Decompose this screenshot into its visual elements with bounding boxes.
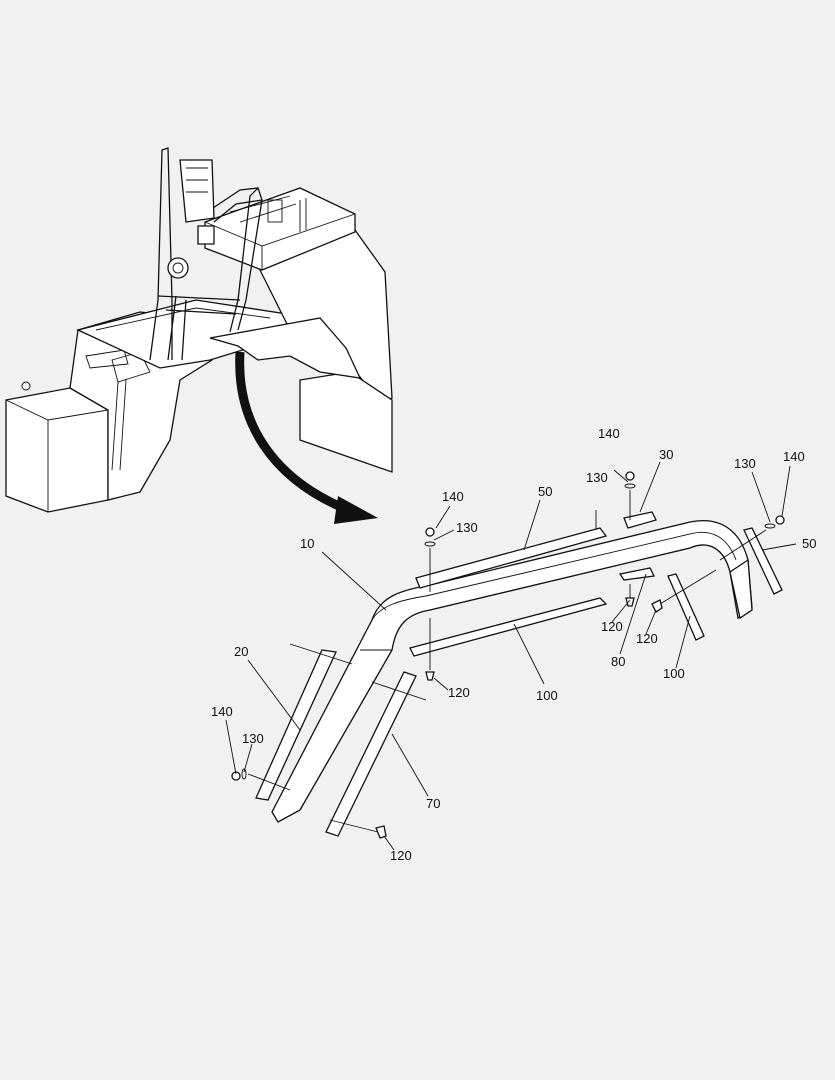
part-50-upper bbox=[415, 527, 608, 589]
callout-70: 70 bbox=[426, 796, 440, 811]
callout-120: 120 bbox=[636, 631, 658, 646]
callout-140: 140 bbox=[211, 704, 233, 719]
callout-80: 80 bbox=[611, 654, 625, 669]
fender-assembly bbox=[231, 471, 785, 839]
callout-120: 120 bbox=[448, 685, 470, 700]
callout-100: 100 bbox=[663, 666, 685, 681]
part-80-plate bbox=[618, 567, 655, 581]
callout-120: 120 bbox=[601, 619, 623, 634]
part-100-rear bbox=[667, 573, 705, 641]
callout-10: 10 bbox=[300, 536, 314, 551]
callout-130: 130 bbox=[456, 520, 478, 535]
callout-30: 30 bbox=[659, 447, 673, 462]
callout-120: 120 bbox=[390, 848, 412, 863]
callout-140: 140 bbox=[783, 449, 805, 464]
callout-50: 50 bbox=[802, 536, 816, 551]
callout-130: 130 bbox=[242, 731, 264, 746]
callout-leaders bbox=[225, 461, 797, 851]
machine-overview bbox=[5, 147, 393, 524]
callout-labels: 140 30 130 130 140 140 50 130 10 50 120 … bbox=[211, 426, 816, 863]
callout-140: 140 bbox=[442, 489, 464, 504]
callout-140: 140 bbox=[598, 426, 620, 441]
part-30-bracket bbox=[623, 511, 657, 529]
callout-130: 130 bbox=[734, 456, 756, 471]
part-100-lower bbox=[409, 597, 608, 657]
part-70-strip bbox=[325, 671, 417, 837]
callout-100: 100 bbox=[536, 688, 558, 703]
part-50-rear bbox=[743, 527, 783, 595]
callout-20: 20 bbox=[234, 644, 248, 659]
callout-50: 50 bbox=[538, 484, 552, 499]
callout-130: 130 bbox=[586, 470, 608, 485]
